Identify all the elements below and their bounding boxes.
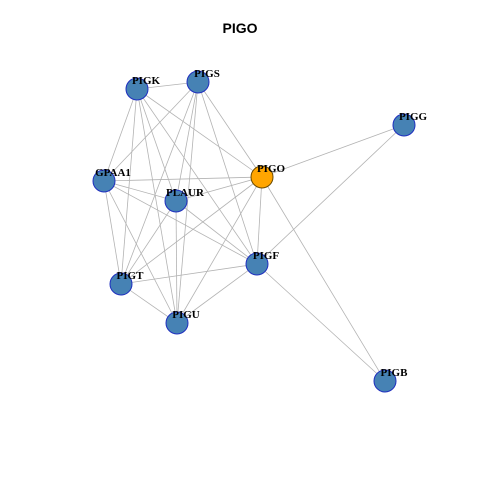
edge-pigs-pigu — [176, 81, 199, 324]
node-plaur[interactable] — [164, 189, 188, 213]
node-label-pigf: PIGF — [253, 250, 280, 262]
node-label-pigg: PIGG — [399, 111, 428, 123]
labels-layer: PIGK PIGS PIGG GPAA1 PIGO PLAUR PIGF PIGT PIGU PI… — [95, 68, 427, 379]
edge-pigo-pigb — [261, 176, 386, 382]
edge-pigo-pigu — [176, 176, 263, 324]
node-pigo[interactable] — [250, 165, 274, 189]
node-pigu[interactable] — [165, 311, 189, 335]
edge-plaur-pigf — [175, 200, 258, 265]
edge-pigs-pigf — [197, 81, 258, 265]
edge-pigo-pigg — [261, 124, 405, 178]
edge-plaur-pigu — [175, 200, 178, 324]
edge-pigk-gpaa1 — [103, 88, 138, 182]
edge-pigo-pigt — [120, 176, 263, 285]
edge-gpaa1-pigu — [103, 180, 178, 324]
node-label-gpaa1: GPAA1 — [95, 167, 131, 179]
node-gpaa1[interactable] — [92, 169, 116, 193]
node-pigb[interactable] — [373, 369, 397, 393]
edge-pigk-pigo — [136, 88, 263, 178]
graph-title: PIGO — [222, 20, 258, 36]
edge-pigf-pigb — [256, 263, 386, 382]
edge-pigs-gpaa1 — [103, 81, 199, 182]
edge-pigk-pigu — [136, 88, 178, 324]
edge-gpaa1-pigf — [103, 180, 258, 265]
edge-pigg-pigf — [256, 124, 405, 265]
edge-gpaa1-pigo — [103, 176, 263, 182]
edge-pigk-pigt — [120, 88, 138, 285]
node-label-pigs: PIGS — [194, 68, 220, 80]
node-pigt[interactable] — [109, 272, 133, 296]
edge-pigs-pigo — [197, 81, 263, 178]
edge-plaur-pigo — [175, 176, 263, 202]
node-pigf[interactable] — [245, 252, 269, 276]
node-label-pigt: PIGT — [117, 270, 145, 282]
node-label-pigb: PIGB — [381, 367, 409, 379]
edge-pigs-pigt — [120, 81, 199, 285]
edge-pigk-pigf — [136, 88, 258, 265]
edge-pigf-pigu — [176, 263, 258, 324]
edge-gpaa1-pigt — [103, 180, 122, 285]
node-pigk[interactable] — [125, 77, 149, 101]
edge-pigs-plaur — [175, 81, 199, 202]
node-label-plaur: PLAUR — [166, 187, 205, 199]
node-label-pigo: PIGO — [257, 163, 286, 175]
edge-gpaa1-plaur — [103, 180, 177, 202]
edge-pigk-plaur — [136, 88, 177, 202]
node-pigs[interactable] — [186, 70, 210, 94]
node-label-pigu: PIGU — [172, 309, 200, 321]
edge-plaur-pigt — [120, 200, 177, 285]
edge-pigf-pigt — [120, 263, 258, 285]
node-label-pigk: PIGK — [132, 75, 161, 87]
node-pigg[interactable] — [392, 113, 416, 137]
nodes-layer — [92, 70, 416, 393]
edge-pigo-pigf — [256, 176, 263, 265]
edges-layer — [103, 81, 405, 382]
